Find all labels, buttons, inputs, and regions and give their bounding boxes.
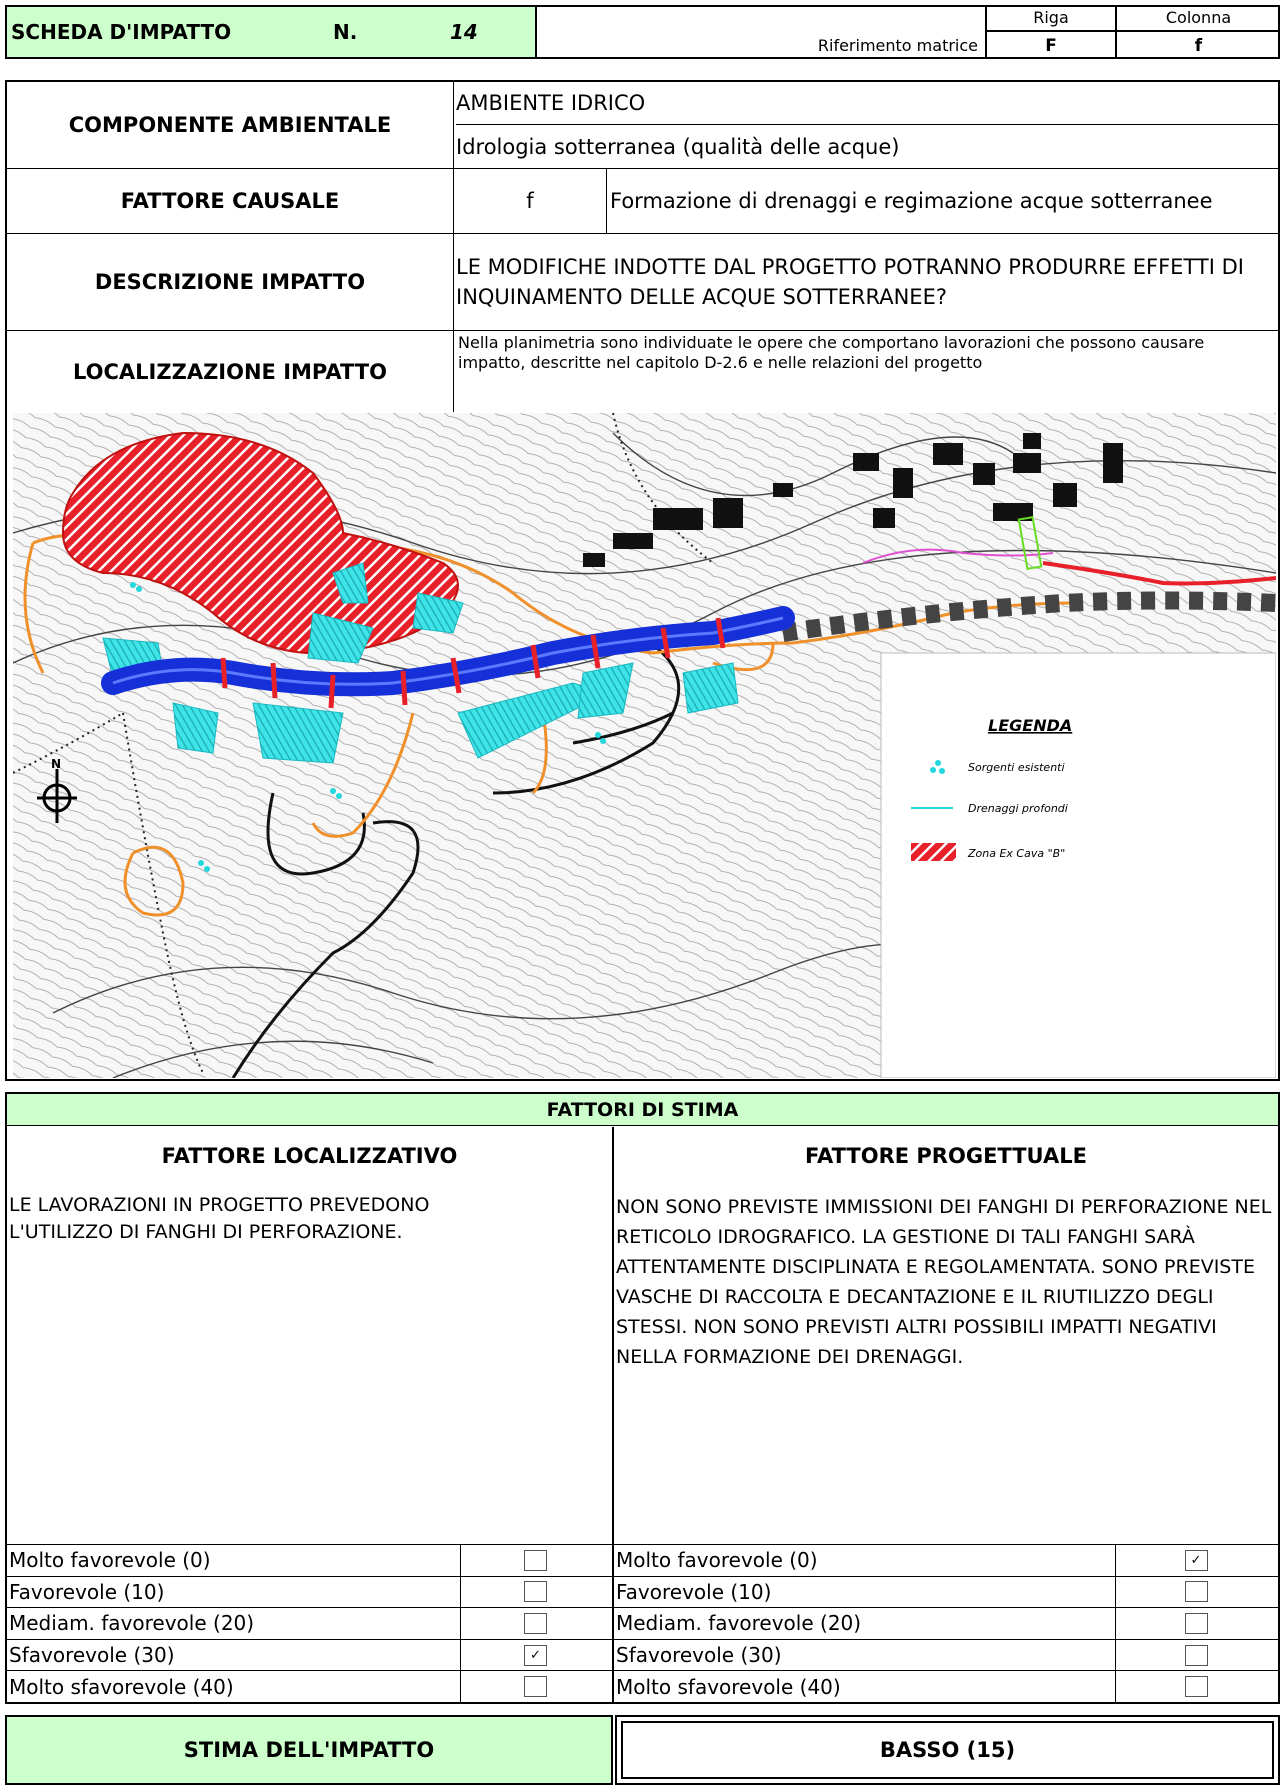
progettuale-option-row: Molto sfavorevole (40)	[614, 1670, 1278, 1702]
localizzativo-option-label: Molto favorevole (0)	[9, 1545, 461, 1576]
componente-label: COMPONENTE AMBIENTALE	[68, 113, 392, 137]
localizzativo-text: LE LAVORAZIONI IN PROGETTO PREVEDONO L'U…	[9, 1194, 430, 1243]
planimetria-map: N LEGENDA Sorgenti esistenti Drenaggi pr…	[13, 413, 1276, 1078]
header-number: 14	[450, 20, 478, 44]
legend-sorgenti-symbol	[930, 760, 945, 774]
legend-title: LEGENDA	[988, 716, 1072, 735]
black-roads	[231, 631, 681, 1078]
descrizione-label: DESCRIZIONE IMPATTO	[94, 269, 366, 294]
fattori-section	[5, 1092, 1280, 1704]
progettuale-option-row: Mediam. favorevole (20)	[614, 1607, 1278, 1639]
stima-label: STIMA DELL'IMPATTO	[5, 1715, 613, 1785]
legend-cava-symbol	[911, 843, 956, 861]
localizzativo-option-label: Sfavorevole (30)	[9, 1639, 461, 1671]
progettuale-option-label: Favorevole (10)	[616, 1576, 1116, 1608]
componente-value2: Idrologia sotterranea (qualità delle acq…	[456, 134, 900, 159]
localizzazione-value: Nella planimetria sono individuate le op…	[458, 333, 1205, 372]
legend-drenaggi: Drenaggi profondi	[968, 802, 1068, 815]
pink-path	[862, 548, 1054, 564]
localizzativo-option-checkbox[interactable]	[524, 1581, 547, 1603]
colonna-label: Colonna	[1115, 5, 1280, 32]
fattore-causale-code: f	[454, 169, 607, 233]
localizzativo-option-row: Molto favorevole (0)	[7, 1544, 612, 1576]
drenaggi-fans	[102, 562, 739, 764]
north-label: N	[51, 757, 61, 771]
map-drawing: N LEGENDA Sorgenti esistenti Drenaggi pr…	[13, 413, 1276, 1078]
colonna-value: f	[1115, 32, 1280, 59]
row-divider	[7, 330, 1278, 331]
legend-box	[880, 652, 1276, 1078]
stima-value-frame	[615, 1715, 1280, 1785]
fattore-causale-value: Formazione di drenaggi e regimazione acq…	[610, 188, 1213, 213]
header-reference-cell	[537, 5, 1280, 59]
localizzativo-option-row: Molto sfavorevole (40)	[7, 1670, 612, 1702]
stima-value: BASSO (15)	[621, 1721, 1274, 1779]
localizzativo-option-checkbox[interactable]	[524, 1676, 547, 1698]
red-sections	[220, 617, 726, 709]
progettuale-option-label: Sfavorevole (30)	[616, 1639, 1116, 1671]
riferimento-label: Riferimento matrice	[817, 36, 978, 55]
fattori-title: FATTORI DI STIMA	[7, 1094, 1278, 1126]
progettuale-option-checkbox[interactable]	[1184, 1612, 1208, 1634]
legend-sorgenti: Sorgenti esistenti	[968, 761, 1065, 774]
riga-label: Riga	[985, 5, 1115, 32]
gallery-dashed	[781, 591, 1276, 642]
progettuale-option-checkbox[interactable]	[1184, 1581, 1208, 1603]
localizzativo-option-row: Mediam. favorevole (20)	[7, 1607, 612, 1639]
progettuale-option-checkbox[interactable]	[1184, 1644, 1208, 1666]
label-column-divider	[453, 82, 454, 412]
localizzativo-option-checkbox[interactable]	[524, 1612, 547, 1634]
localizzativo-option-row: Sfavorevole (30) ✓	[7, 1638, 612, 1671]
header-title-cell	[5, 5, 537, 59]
progettuale-options: Molto favorevole (0) ✓ Favorevole (10)Medi…	[614, 1544, 1278, 1702]
progettuale-option-row: Molto favorevole (0) ✓	[614, 1544, 1278, 1576]
progettuale-option-label: Molto sfavorevole (40)	[616, 1671, 1116, 1702]
legend-cava: Zona Ex Cava "B"	[967, 847, 1065, 860]
riga-value: F	[985, 32, 1115, 59]
north-arrow	[37, 769, 77, 823]
dotted-paths	[13, 413, 714, 1074]
progettuale-text: NON SONO PREVISTE IMMISSIONI DEI FANGHI …	[616, 1196, 1272, 1368]
progettuale-option-checkbox[interactable]: ✓	[1184, 1549, 1208, 1571]
progettuale-option-row: Favorevole (10)	[614, 1575, 1278, 1608]
green-outline	[1017, 516, 1043, 570]
progettuale-option-checkbox[interactable]	[1184, 1676, 1208, 1698]
localizzativo-option-label: Mediam. favorevole (20)	[9, 1608, 461, 1639]
localizzativo-option-row: Favorevole (10)	[7, 1575, 612, 1608]
localizzativo-option-checkbox[interactable]: ✓	[524, 1644, 547, 1666]
red-road-east	[1042, 561, 1276, 586]
localizzativo-option-checkbox[interactable]	[524, 1549, 547, 1571]
localizzazione-label: LOCALIZZAZIONE IMPATTO	[73, 359, 387, 384]
row-divider	[7, 233, 1278, 234]
progettuale-option-row: Sfavorevole (30)	[614, 1638, 1278, 1671]
progettuale-title: FATTORE PROGETTUALE	[805, 1144, 1087, 1168]
progettuale-option-label: Molto favorevole (0)	[616, 1545, 1116, 1576]
localizzativo-option-label: Favorevole (10)	[9, 1576, 461, 1608]
localizzativo-option-label: Molto sfavorevole (40)	[9, 1671, 461, 1702]
header-n-label: N.	[333, 20, 358, 44]
header-title: SCHEDA D'IMPATTO	[11, 20, 232, 44]
row-divider	[7, 168, 1278, 169]
sorgenti-dots	[130, 582, 606, 872]
fattore-causale-label: FATTORE CAUSALE	[120, 189, 340, 213]
descrizione-value: LE MODIFICHE INDOTTE DAL PROGETTO POTRAN…	[456, 254, 1244, 309]
localizzativo-title: FATTORE LOCALIZZATIVO	[161, 1144, 458, 1168]
componente-value1: AMBIENTE IDRICO	[456, 82, 1278, 125]
progettuale-option-label: Mediam. favorevole (20)	[616, 1608, 1116, 1639]
village-buildings	[583, 433, 1123, 567]
localizzativo-options: Molto favorevole (0)Favorevole (10)Media…	[7, 1544, 612, 1702]
fattori-column-divider	[612, 1127, 614, 1702]
info-section	[5, 80, 1280, 1081]
